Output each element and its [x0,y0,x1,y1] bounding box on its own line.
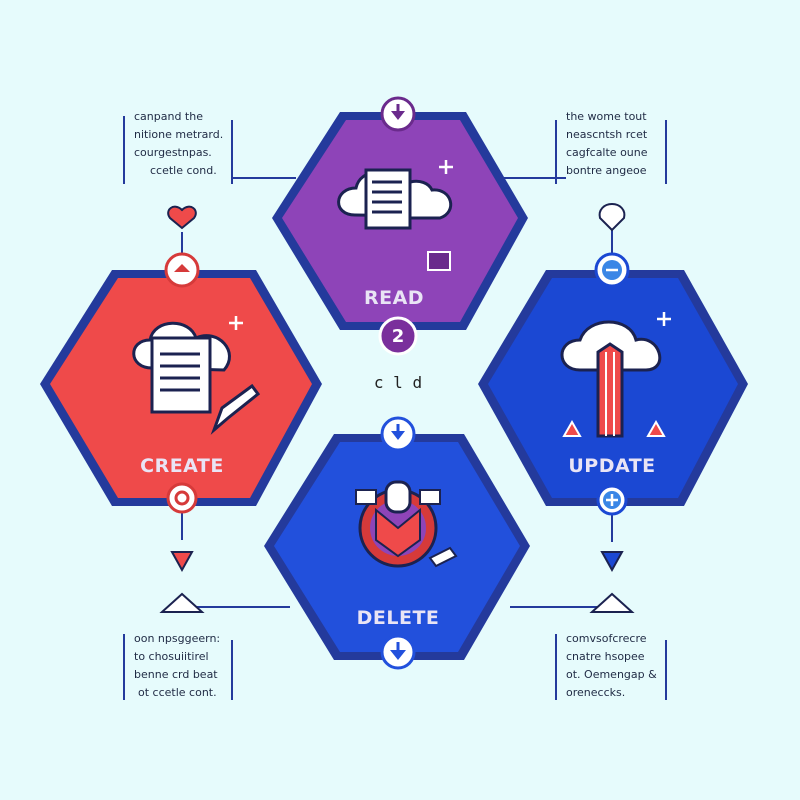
delete-bottom-connector[interactable] [380,634,416,670]
note-line: nitione metrard. [134,128,224,141]
read-icon [337,160,453,271]
update-bell-icon [598,202,626,232]
delete-top-connector[interactable] [380,416,416,452]
create-label: CREATE [140,455,224,477]
note-line: neascntsh rcet [566,128,648,141]
note-line: the wome tout [566,110,647,123]
note-line: oreneccks. [566,686,626,699]
create-icon [132,316,261,435]
note-line: comvsofcrecre [566,632,647,645]
note-bottom-left: oon npsggeern: to chosuiitirel benne crd… [134,630,220,702]
note-line: courgestnpas. [134,146,212,159]
note-line: benne crd beat [134,668,218,681]
create-arrow-down-icon [159,551,205,613]
update-top-connector[interactable] [594,252,630,288]
note-top-right: the wome tout neascntsh rcet cagfcalte o… [566,108,648,180]
note-line: oon npsggeern: [134,632,221,645]
note-line: to chosuiitirel [134,650,209,663]
read-step-badge: 2 [378,316,418,356]
note-line: bontre angeoe [566,164,647,177]
note-top-left: canpand the nitione metrard. courgestnpa… [134,108,223,180]
read-top-connector[interactable] [380,96,416,132]
note-brackets [123,116,667,700]
update-bottom-connector[interactable] [596,484,628,516]
note-line: ot. Oemengap & [566,668,657,681]
update-arrow-down-icon [589,551,635,613]
create-bottom-connector[interactable] [166,482,198,514]
note-line: canpand the [134,110,203,123]
update-icon [560,312,671,438]
connector-lines [181,177,613,608]
create-top-connector[interactable] [164,252,200,288]
create-heart-icon [167,205,197,230]
update-label: UPDATE [568,455,655,477]
read-step-number: 2 [392,326,405,347]
center-caption: c l d [374,373,422,392]
note-line: ot ccetle cont. [138,686,217,699]
note-line: cnatre hsopee [566,650,645,663]
read-label: READ [364,287,424,309]
note-line: cagfcalte oune [566,146,648,159]
delete-icon [355,480,458,568]
note-line: ccetle cond. [150,164,217,177]
note-bottom-right: comvsofcrecre cnatre hsopee ot. Oemengap… [566,630,657,702]
delete-label: DELETE [357,607,440,629]
